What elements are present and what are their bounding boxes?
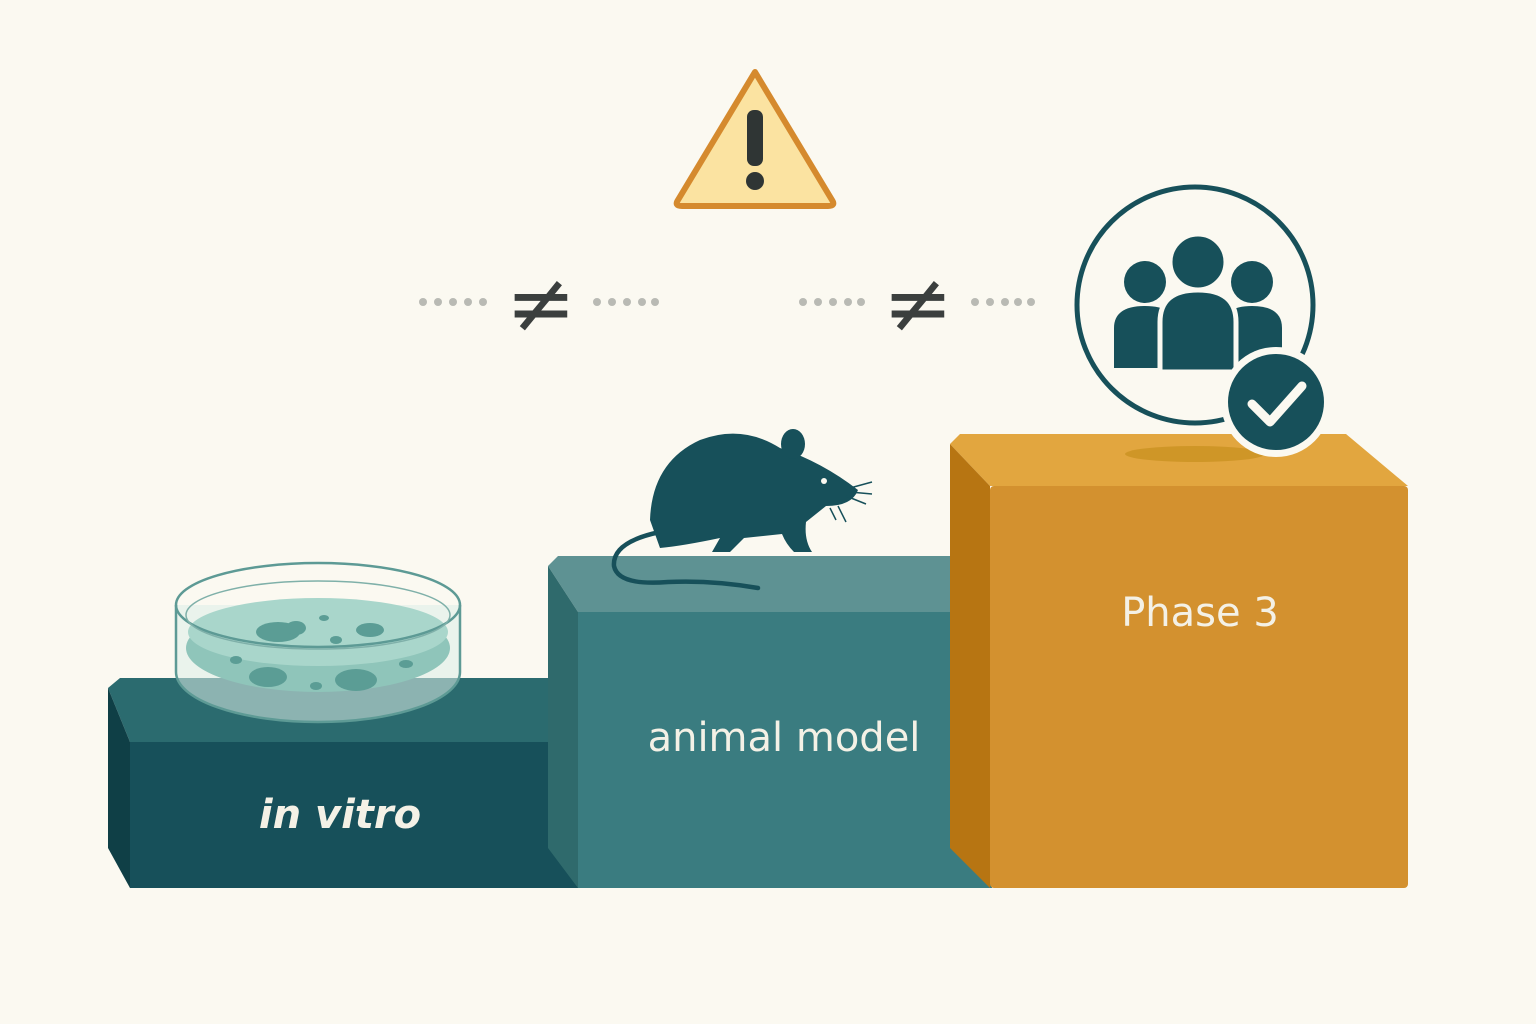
warning-triangle-icon xyxy=(673,69,837,209)
mouse-icon xyxy=(611,429,873,591)
check-badge-icon xyxy=(1221,347,1331,457)
step-label-animal-model: animal model xyxy=(648,715,921,761)
dotted-line xyxy=(419,298,659,306)
step-phase-3: Phase 3 xyxy=(950,434,1408,888)
connector-animal-to-phase3: ≠ xyxy=(799,254,1035,352)
people-group-check-icon xyxy=(1074,184,1331,457)
not-equal-sign: ≠ xyxy=(883,254,953,352)
people-icon xyxy=(1114,231,1282,375)
step-label-in-vitro: in vitro xyxy=(259,792,421,838)
petri-dish-icon xyxy=(174,561,462,724)
dotted-line xyxy=(799,298,1035,306)
not-equal-sign: ≠ xyxy=(506,254,576,352)
connector-in-vitro-to-animal: ≠ xyxy=(419,254,659,352)
step-animal-model: animal model xyxy=(548,556,992,888)
step-label-phase-3: Phase 3 xyxy=(1121,590,1279,636)
